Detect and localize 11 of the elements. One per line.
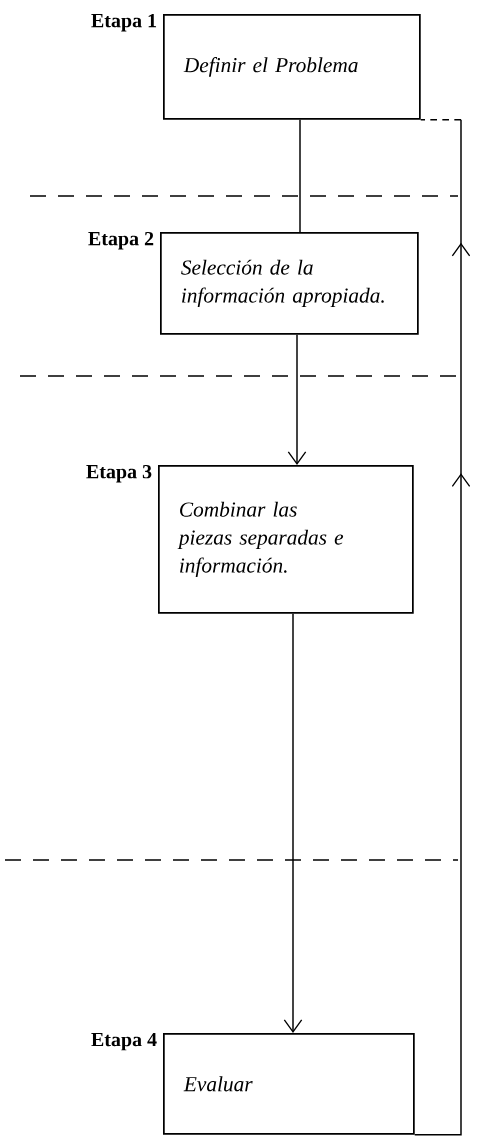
process-box: Definir el Problema	[163, 14, 421, 120]
feedback-arrow	[414, 119, 471, 1136]
arrow	[283, 613, 303, 1033]
process-box: Selección de la información apropiada.	[160, 232, 419, 335]
arrow	[287, 334, 307, 465]
process-box: Evaluar	[163, 1033, 415, 1135]
stage-label: Etapa 2	[88, 231, 154, 250]
stage-label: Etapa 3	[86, 464, 152, 483]
process-box: Combinar las piezas separadas e información.	[158, 465, 414, 614]
stage-label: Etapa 4	[91, 1032, 157, 1051]
stage-label: Etapa 1	[91, 13, 157, 32]
